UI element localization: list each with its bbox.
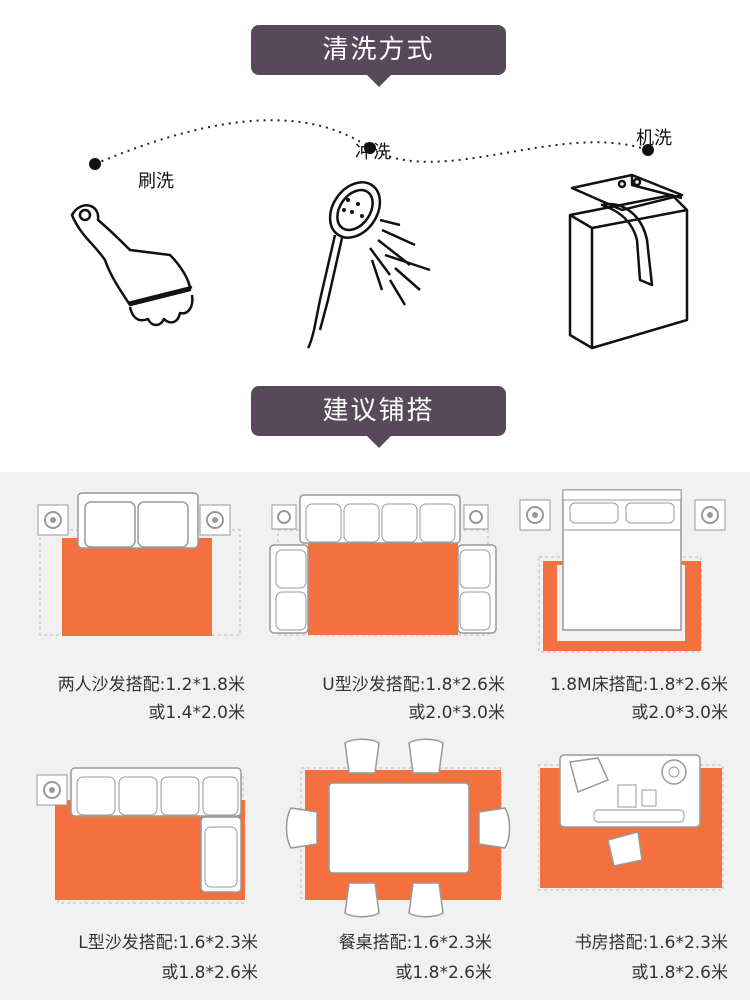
caption-two-seat-line1: 两人沙发搭配:1.2*1.8米 [57, 675, 245, 695]
cleaning-title: 清洗方式 [322, 35, 435, 65]
banner-pointer [366, 75, 391, 87]
caption-study-line2: 或1.8*2.6米 [631, 963, 728, 983]
suggest-title-banner: 建议铺搭 [251, 386, 506, 448]
caption-bed-line1: 1.8M床搭配:1.8*2.6米 [549, 675, 728, 695]
caption-bed-line2: 或2.0*3.0米 [631, 703, 728, 723]
u-sofa-diagram [269, 494, 497, 636]
banner-pointer [366, 436, 391, 448]
method-label-rinse: 冲洗 [355, 142, 391, 163]
study-room-diagram [538, 754, 724, 891]
two-seat-sofa-diagram [37, 492, 241, 636]
cleaning-title-banner: 清洗方式 [251, 25, 506, 87]
caption-l-sofa-line2: 或1.8*2.6米 [161, 963, 258, 983]
caption-dining-line1: 餐桌搭配:1.6*2.3米 [338, 933, 492, 953]
caption-u-sofa-line2: 或2.0*3.0米 [408, 703, 505, 723]
suggest-title: 建议铺搭 [322, 396, 435, 426]
washing-machine-icon [568, 173, 689, 350]
caption-study-line1: 书房搭配:1.6*2.3米 [574, 933, 728, 953]
bed-diagram [519, 489, 726, 653]
caption-dining-line2: 或1.8*2.6米 [395, 963, 492, 983]
l-sofa-diagram [36, 767, 245, 904]
caption-l-sofa-line1: L型沙发搭配:1.6*2.3米 [78, 933, 258, 953]
shower-head-icon [306, 181, 431, 349]
dining-table-diagram [285, 738, 511, 918]
method-label-brush: 刷洗 [138, 171, 174, 192]
method-label-machine: 机洗 [636, 128, 672, 149]
caption-u-sofa-line1: U型沙发搭配:1.8*2.6米 [322, 675, 505, 695]
dotted-path [89, 119, 654, 170]
caption-two-seat-line2: 或1.4*2.0米 [148, 703, 245, 723]
brush-icon [70, 204, 194, 327]
